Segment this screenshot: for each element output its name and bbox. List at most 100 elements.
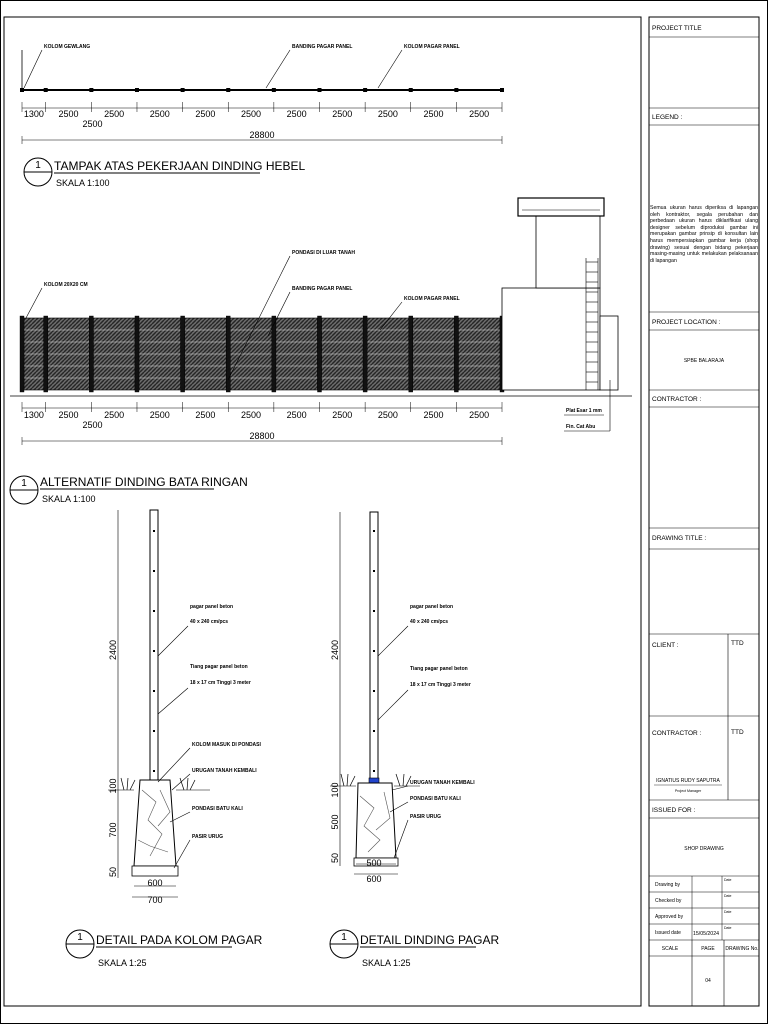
plan-post-11 <box>500 88 504 92</box>
elev-dim-9: 2500 <box>424 410 444 420</box>
tb-contractor: CONTRACTOR : <box>652 396 702 403</box>
drawing-frame <box>3 16 642 1007</box>
dw-dim-depth-bot: 50 <box>330 853 340 863</box>
detail-column-foundation <box>133 779 177 867</box>
tb-page-header: PAGE <box>701 946 715 952</box>
elevation-view: KOLOM 20X20 CM PONDASI DI LUAR TANAH BAN… <box>9 197 632 505</box>
tb-disclaimer-note: Semua ukuran harus diperiksa di lapangan… <box>650 205 758 264</box>
tb-client: CLIENT : <box>652 642 679 649</box>
elev-post-4 <box>180 315 185 393</box>
tb-row-value-3: 15/05/2024 <box>693 931 719 937</box>
elev-post-1 <box>43 315 48 393</box>
plan-post-8 <box>363 88 368 92</box>
plan-post-9 <box>408 88 413 92</box>
detail-column-title: DETAIL PADA KOLOM PAGAR <box>96 933 263 947</box>
detail-wall-foundation <box>355 782 397 859</box>
elev-label-panel-column: KOLOM PAGAR PANEL <box>404 296 460 302</box>
dw-bolt-5 <box>373 730 375 732</box>
elev-post-2 <box>89 315 94 393</box>
plan-dim-below: 2500 <box>83 119 103 129</box>
plan-dim-8: 2500 <box>378 109 398 119</box>
dw-label-4: URUGAN TANAH KEMBALI <box>410 780 475 786</box>
tb-project-location: PROJECT LOCATION : <box>652 319 721 326</box>
detail-wall-cap <box>368 777 380 784</box>
dw-bolt-6 <box>373 770 375 772</box>
plan-post-3 <box>134 88 139 92</box>
detail-column: 2400 100 700 50 600 700 pagar panel beto… <box>65 509 263 968</box>
plan-view: KOLOM GEWLANG BANDING PAGAR PANEL KOLOM … <box>20 44 504 188</box>
elevation-title: ALTERNATIF DINDING BATA RINGAN <box>40 475 248 489</box>
elev-dim-8: 2500 <box>378 410 398 420</box>
detail-wall-bolts <box>373 530 375 772</box>
plan-dim-1: 2500 <box>59 109 79 119</box>
plan-title-block: 1 TAMPAK ATAS PEKERJAAN DINDING HEBEL SK… <box>23 157 305 188</box>
elev-post-3 <box>134 315 140 393</box>
tb-row-label-1: Checked by <box>655 898 682 904</box>
detail-wall-title: DETAIL DINDING PAGAR <box>360 933 499 947</box>
plan-dim-6: 2500 <box>287 109 307 119</box>
detail-wall-number: 1 <box>341 932 347 943</box>
dc-bolt-3 <box>153 650 155 652</box>
elev-post-10 <box>454 315 459 393</box>
elev-dim-1: 2500 <box>59 410 79 420</box>
guard-house-stair <box>586 261 598 383</box>
elev-post-0 <box>19 315 25 393</box>
plan-dim-10: 2500 <box>469 109 489 119</box>
detail-column-title-block: 1 DETAIL PADA KOLOM PAGAR SKALA 1:25 <box>65 929 263 968</box>
dw-bolt-0 <box>373 530 375 532</box>
detail-column-scale: SKALA 1:25 <box>98 958 147 968</box>
dw-dim-width-outer: 600 <box>366 874 381 884</box>
tb-ttd: TTD <box>731 640 744 647</box>
tb-project-title: PROJECT TITLE <box>652 25 702 32</box>
dw-dim-depth-top: 100 <box>330 782 340 797</box>
detail-column-sand-bed <box>131 865 179 877</box>
tb-location-value: SPBE BALARAJA <box>684 358 725 364</box>
plan-post-2 <box>89 88 94 92</box>
dc-bolt-4 <box>153 690 155 692</box>
elev-dim-7: 2500 <box>332 410 352 420</box>
plan-post-10 <box>454 88 459 92</box>
tb-row-label-0: Drawing by <box>655 882 681 888</box>
elevation-scale: SKALA 1:100 <box>42 494 96 504</box>
dw-label-5: PONDASI BATU KALI <box>410 796 461 802</box>
plan-posts <box>20 88 504 92</box>
dc-dim-depth-top: 100 <box>108 778 118 793</box>
elev-post-5 <box>226 315 231 393</box>
elevation-title-block: 1 ALTERNATIF DINDING BATA RINGAN SKALA 1… <box>9 475 248 505</box>
plan-dim-7: 2500 <box>332 109 352 119</box>
tb-row-date-3: Date <box>724 926 731 930</box>
elev-dim-3: 2500 <box>150 410 170 420</box>
plan-dim-0: 1300 <box>24 109 44 119</box>
dw-bolt-3 <box>373 650 375 652</box>
dc-bolt-6 <box>153 770 155 772</box>
dc-dim-width-outer: 700 <box>147 895 162 905</box>
plan-post-5 <box>226 88 231 92</box>
tb-row-date-2: Date <box>724 910 731 914</box>
dw-dim-width-inner: 500 <box>366 858 381 868</box>
tb-row-label-2: Approved by <box>655 914 684 920</box>
dw-label-6: PASIR URUG <box>410 814 441 820</box>
detail-column-number: 1 <box>77 932 83 943</box>
tb-page-value: 04 <box>705 978 711 984</box>
dw-dim-height: 2400 <box>330 640 340 660</box>
dc-label-4: KOLOM MASUK DI PONDASI <box>192 742 262 748</box>
dw-label-2: Tiang pagar panel beton <box>410 666 468 672</box>
elev-dim-5: 2500 <box>241 410 261 420</box>
title-block: PROJECT TITLE LEGEND : Semua ukuran haru… <box>648 16 760 1007</box>
dc-bolt-2 <box>153 610 155 612</box>
dc-label-6: PONDASI BATU KALI <box>192 806 243 812</box>
detail-wall-title-block: 1 DETAIL DINDING PAGAR SKALA 1:25 <box>329 929 499 968</box>
dc-dim-height: 2400 <box>108 640 118 660</box>
elev-dim-total: 28800 <box>249 431 274 441</box>
plan-post-6 <box>271 88 276 92</box>
paint-note-2: Fin. Cat Abu <box>566 424 595 430</box>
elev-post-6 <box>271 315 277 393</box>
detail-wall-post <box>369 511 379 781</box>
elev-dim-0: 1300 <box>24 410 44 420</box>
plan-view-title: TAMPAK ATAS PEKERJAAN DINDING HEBEL <box>54 159 305 173</box>
tb-ttd-2: TTD <box>731 729 744 736</box>
plan-post-1 <box>43 88 48 92</box>
